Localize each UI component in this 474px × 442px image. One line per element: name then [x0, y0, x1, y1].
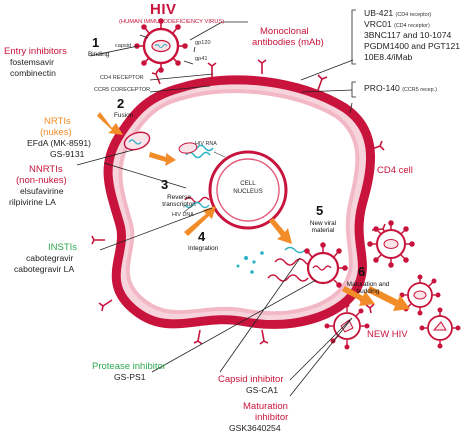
cd4-receptor-label: CD4 RECEPTOR — [100, 75, 144, 81]
nnrti-heading: NNRTIs — [29, 164, 63, 175]
step-3-label: Reverse transcripton — [162, 194, 196, 208]
step-6-number: 6 — [358, 264, 366, 279]
cd4-cell-label: CD4 cell — [377, 165, 413, 176]
mab-item-vrc01: VRC01 (CD4 receptor) — [364, 19, 430, 30]
entry-inhibitors-heading: Entry inhibitors — [4, 46, 67, 57]
hiv-virion-budding — [304, 242, 348, 288]
nrti-heading-2: (nukes) — [40, 127, 72, 138]
process-arrows — [97, 112, 410, 311]
hiv-rna-line — [213, 151, 226, 158]
mab-item-3bnc117-name: 3BNC117 and 10-1074 — [364, 30, 452, 40]
nnrti-drug-elsufavirine: elsufavirine — [20, 186, 64, 196]
maturation-inhibitor-heading-2: inhibitor — [255, 412, 289, 423]
hiv-dna-strand-2 — [184, 201, 210, 209]
arrow-to-new-hiv — [367, 286, 410, 311]
ccr5-coreceptor-label: CCR5 CORECEPTOR — [94, 87, 151, 93]
mab-item-pgdm1400-name: PGDM1400 and PGT121 — [364, 41, 461, 51]
mab-item-vrc01-note: (CD4 receptor) — [394, 23, 430, 29]
mab-item-ub421: UB-421 (CD4 receptor) — [364, 8, 432, 19]
cell-nucleus-inner — [216, 158, 280, 222]
mab-item-ub421-note: (CD4 receptor) — [395, 12, 432, 18]
nnrti-heading-2: (non-nukes) — [16, 175, 67, 186]
step-1-label: Binding — [88, 51, 110, 58]
hiv-virion-mature — [324, 302, 370, 350]
arrow-to-rt — [149, 152, 176, 166]
capsid-in-cytoplasm — [178, 142, 198, 154]
entry-drug-fostemsavir: fostemsavir — [10, 57, 54, 67]
arrow-integration — [184, 206, 216, 236]
insti-drug-cabotegravir-la: cabotegravir LA — [14, 264, 75, 274]
nrti-drug-gs9131: GS-9131 — [50, 149, 85, 159]
step-4-label: Integration — [188, 245, 219, 252]
nnrti-drug-rilpivirine: rilpivirine LA — [9, 197, 56, 207]
maturation-drug-gsk3640254: GSK3640254 — [229, 423, 281, 433]
maturation-inhibitor-heading: Maturation — [243, 401, 288, 412]
hiv-dna-line — [183, 205, 193, 213]
nrti-drug-efda: EFdA (MK-8591) — [27, 138, 91, 148]
mab-item-vrc01-name: VRC01 — [364, 19, 392, 29]
capsid-inhibitor-heading: Capsid inhibitor — [218, 374, 284, 385]
step-1-number: 1 — [92, 35, 100, 50]
fusing-capsid — [123, 131, 151, 151]
insti-heading: INSTIs — [48, 242, 78, 253]
hiv-dna-label: HIV DNA — [172, 212, 194, 218]
new-viral-rna-2 — [267, 274, 309, 282]
gp41-label: gp41 — [195, 56, 208, 62]
protease-inhibitor-heading: Protease inhibitor — [92, 361, 166, 372]
step-2-label: Fusion — [114, 112, 134, 119]
new-viral-rna-3 — [284, 246, 306, 254]
protease-drug-gsps1: GS-PS1 — [114, 372, 146, 382]
protein-dots — [236, 251, 264, 274]
mab-heading: Monoclonal — [260, 26, 309, 37]
hiv-virion-released — [367, 220, 415, 268]
entry-drug-combinectin: combinectin — [10, 68, 56, 78]
hiv-virion-bottom-right — [419, 307, 461, 349]
capsid-label: capsid — [115, 43, 132, 49]
pro140-item: PRO-140 (CCR5 recep.) — [364, 83, 437, 94]
hiv-virion-binding — [134, 18, 188, 73]
mab-heading-2: antibodies (mAb) — [252, 37, 324, 48]
leader-lines — [76, 21, 354, 397]
insti-drug-cabotegravir: cabotegravir — [26, 253, 74, 263]
mab-item-3bnc117: 3BNC117 and 10-1074 — [364, 30, 452, 40]
capsid-drug-gsca1: GS-CA1 — [246, 385, 278, 395]
mab-item-pgdm1400: PGDM1400 and PGT121 — [364, 41, 461, 51]
step-5-number: 5 — [316, 203, 324, 218]
gp120-label: gp120 — [195, 40, 211, 46]
new-hiv-label: NEW HIV — [367, 329, 408, 340]
nucleus-label: CELL NUCLEUS — [233, 180, 263, 195]
step-4-number: 4 — [198, 229, 206, 244]
mab-item-10e8: 10E8.4/iMab — [364, 52, 413, 62]
hiv-subtitle: (HUMAN IMMUNODEFICIENCY VIRUS) — [119, 19, 225, 25]
hiv-rna-label: HIV RNA — [195, 141, 217, 147]
step-5-label: New viral material — [309, 220, 337, 234]
arrow-new-material — [269, 218, 292, 244]
hiv-virion-far-right — [399, 274, 441, 316]
nrti-heading: NRTIs — [44, 116, 71, 127]
step-2-number: 2 — [117, 96, 125, 111]
pro140-name: PRO-140 — [364, 83, 400, 93]
hiv-title: HIV — [150, 1, 177, 18]
pro140-note: (CCR5 recep.) — [402, 87, 437, 93]
step-3-number: 3 — [161, 177, 169, 192]
step-6-label: Maturation and budding — [346, 281, 390, 295]
mab-item-10e8-name: 10E8.4/iMab — [364, 52, 413, 62]
arrow-budding — [342, 286, 375, 306]
arrow-fusion — [97, 112, 123, 135]
mab-item-ub421-name: UB-421 — [364, 8, 394, 18]
